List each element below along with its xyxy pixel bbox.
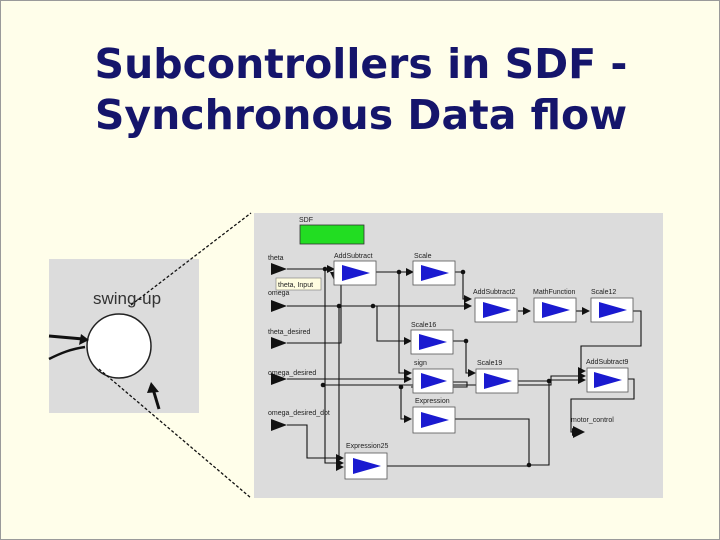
svg-text:Scale12: Scale12 [591,289,616,296]
port-label-omega-desired: omega_desired [268,370,316,377]
port-omega-desired[interactable] [271,373,287,385]
actor-scale19[interactable]: Scale19 [475,360,519,394]
svg-text:MathFunction: MathFunction [533,289,576,296]
sdf-director[interactable] [299,224,365,245]
triangle-icon [594,372,622,388]
triangle-icon [599,302,627,318]
svg-text:sign: sign [414,360,427,367]
zoom-line-top [130,212,252,306]
port-theta[interactable] [271,263,287,275]
port-omega-desired-dot[interactable] [271,419,287,431]
svg-text:Scale: Scale [414,253,432,260]
actor-addsubtract[interactable]: AddSubtract [333,253,377,286]
model-background [254,213,663,498]
svg-text:Scale16: Scale16 [411,322,436,329]
model-canvas: SDF [254,213,663,498]
actor-addsubtract9[interactable]: AddSubtract9 [586,359,629,393]
svg-text:Expression25: Expression25 [346,443,389,450]
relation-dots [320,266,552,468]
actor-scale16[interactable]: Scale16 [410,322,454,355]
port-label-omega: omega [268,290,290,297]
svg-text:AddSubtract9: AddSubtract9 [586,359,629,366]
transition-in-curve [48,345,86,361]
port-label-theta-desired: theta_desired [268,329,311,336]
triangle-icon [421,412,449,428]
title-line-2: Synchronous Data flow [94,91,628,139]
swing-up-label: swing-up [93,289,161,308]
port-motor-control[interactable] [573,426,585,438]
tooltip [275,277,322,291]
transition-in-arrow [48,334,84,341]
director-label: SDF [299,217,313,224]
port-label-omega-desired-dot: omega_desired_dot [268,410,330,417]
actor-expression25[interactable]: Expression25 [344,443,389,480]
triangle-icon [419,334,447,350]
triangle-icon [542,302,570,318]
svg-text:AddSubtract: AddSubtract [334,253,373,260]
triangle-icon [353,458,381,474]
actor-expression[interactable]: Expression [412,398,456,434]
port-omega[interactable] [271,300,287,312]
svg-text:AddSubtract2: AddSubtract2 [473,289,516,296]
actor-scale12[interactable]: Scale12 [590,289,634,323]
swing-up-panel: swing-up [48,259,199,413]
tooltip-text: theta, Input [278,282,313,289]
port-label-motor-control: motor_control [571,417,614,424]
svg-text:Scale19: Scale19 [477,360,502,367]
zoom-line-bottom [98,368,252,499]
triangle-icon [484,373,512,389]
actor-mathfunction[interactable]: MathFunction [533,289,577,323]
port-theta-desired[interactable] [271,337,287,349]
triangle-icon [421,265,449,281]
actor-addsubtract2[interactable]: AddSubtract2 [473,289,518,323]
port-label-theta: theta [268,255,284,262]
slide-title: Subcontrollers in SDF - Synchronous Data… [1,39,719,141]
triangle-icon [421,373,447,389]
swing-up-state [86,313,152,379]
svg-text:Expression: Expression [415,398,450,405]
triangle-icon [483,302,511,318]
title-line-1: Subcontrollers in SDF - [94,40,628,88]
triangle-icon [342,265,370,281]
actor-sign[interactable]: sign [412,360,454,394]
input-ports: theta omega theta_desired omega_desired … [268,255,330,431]
actor-scale[interactable]: Scale [412,253,456,286]
